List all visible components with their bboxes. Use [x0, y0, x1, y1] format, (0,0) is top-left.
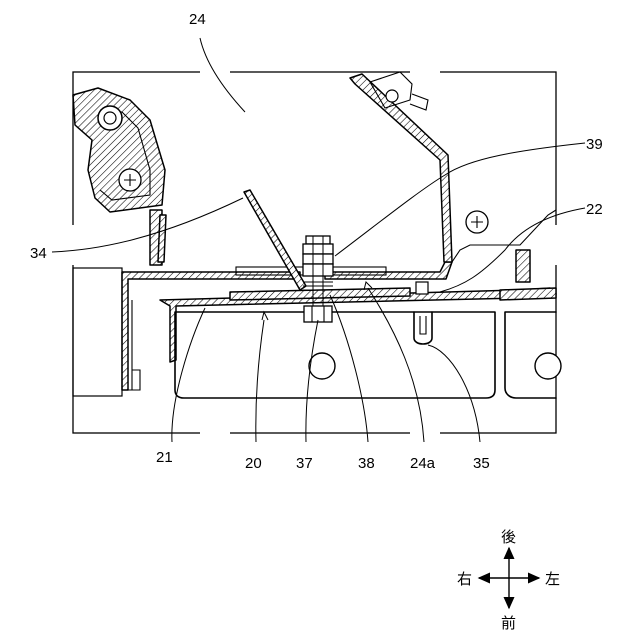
- pin-35: [414, 282, 432, 344]
- direction-indicator: 後 前 右 左: [457, 528, 560, 632]
- label-21: 21: [156, 449, 173, 466]
- label-34: 34: [30, 245, 47, 262]
- label-20: 20: [245, 455, 262, 472]
- label-24a: 24a: [410, 455, 436, 472]
- label-24: 24: [189, 11, 206, 28]
- label-39: 39: [586, 136, 603, 153]
- direction-rear-label: 後: [501, 528, 516, 546]
- label-38: 38: [358, 455, 375, 472]
- label-37: 37: [296, 455, 313, 472]
- lower-frame-20: [175, 312, 561, 398]
- label-35: 35: [473, 455, 490, 472]
- direction-front-label: 前: [501, 614, 516, 632]
- direction-right-label: 右: [457, 570, 472, 588]
- label-22: 22: [586, 201, 603, 218]
- nut-37: [304, 306, 332, 322]
- direction-left-label: 左: [545, 570, 560, 588]
- left-bracket: [73, 88, 165, 265]
- bolt-39: [303, 236, 333, 316]
